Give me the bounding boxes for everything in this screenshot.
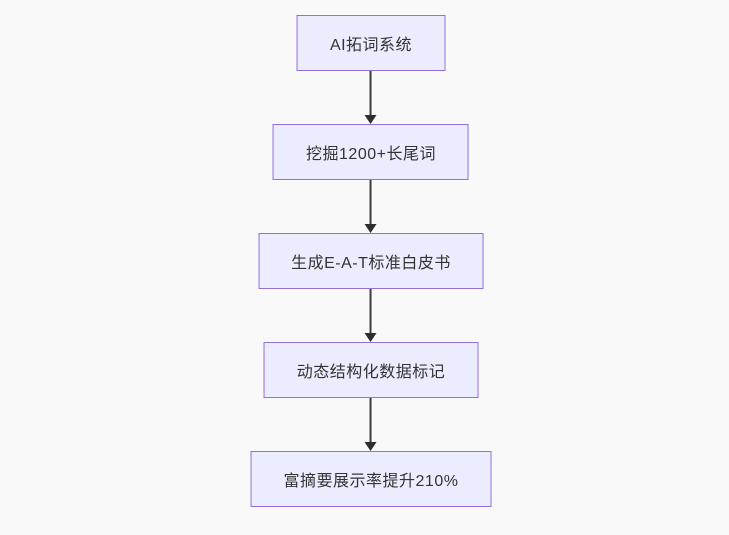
node-label: 挖掘1200+长尾词 (306, 146, 436, 163)
flow-node-eat-whitepaper: 生成E-A-T标准白皮书 (258, 233, 484, 289)
flowchart-column: AI拓词系统 挖掘1200+长尾词 生成E-A-T标准白皮书 动态结构化数据标记 (250, 15, 492, 507)
arrow-line (370, 398, 372, 443)
flow-node-ai-word-expansion: AI拓词系统 (296, 15, 446, 71)
flow-node-rich-snippet-rate: 富摘要展示率提升210% (250, 451, 492, 507)
arrowhead-icon (365, 115, 377, 124)
down-arrow-3 (364, 289, 378, 342)
arrowhead-icon (365, 224, 377, 233)
arrow-line (370, 71, 372, 116)
node-label: AI拓词系统 (329, 37, 413, 54)
down-arrow-1 (364, 71, 378, 124)
node-label: 生成E-A-T标准白皮书 (291, 255, 451, 272)
down-arrow-2 (364, 180, 378, 233)
arrowhead-icon (365, 442, 377, 451)
down-arrow-4 (364, 398, 378, 451)
arrow-line (370, 289, 372, 334)
flow-node-structured-data-markup: 动态结构化数据标记 (263, 342, 479, 398)
arrow-line (370, 180, 372, 225)
flow-node-longtail-mining: 挖掘1200+长尾词 (273, 124, 469, 180)
node-label: 富摘要展示率提升210% (283, 473, 459, 490)
node-label: 动态结构化数据标记 (296, 364, 446, 381)
arrowhead-icon (365, 333, 377, 342)
